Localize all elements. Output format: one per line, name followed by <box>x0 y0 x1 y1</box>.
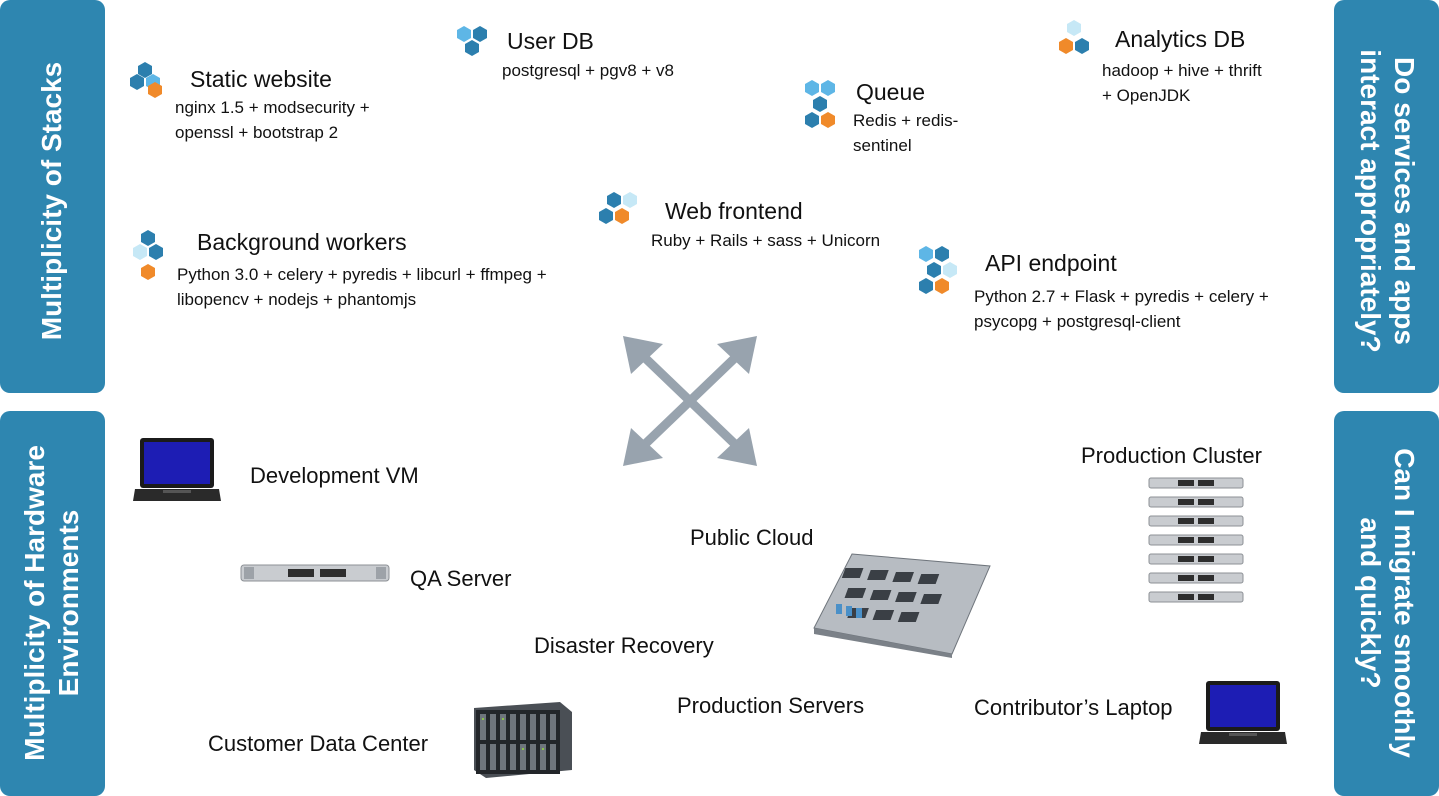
cross-arrows-icon <box>623 336 757 466</box>
qa-server-rack-server-icon <box>240 564 390 582</box>
customer-data-center-blade-chassis-icon <box>474 702 572 778</box>
production-servers-label: Production Servers <box>677 693 865 718</box>
user-db-hexagon-cluster-icon <box>457 26 487 56</box>
migrate-panel: Can I migrate smoothly and quickly? <box>1334 411 1439 796</box>
customer-data-center-label: Customer Data Center <box>208 731 429 756</box>
static-website-title: Static website <box>190 66 332 92</box>
disaster-recovery-label: Disaster Recovery <box>534 633 714 658</box>
api-endpoint-desc: Python 2.7 + Flask + pyredis + celery + … <box>974 287 1269 331</box>
user-db-title: User DB <box>507 28 594 54</box>
api-endpoint-hexagon-cluster-icon <box>919 246 957 294</box>
background-workers-title: Background workers <box>197 229 407 255</box>
production-cluster-label: Production Cluster <box>1081 443 1262 468</box>
web-frontend-desc: Ruby + Rails + sass + Unicorn <box>651 231 881 250</box>
analytics-db-hexagon-cluster-icon <box>1059 20 1089 54</box>
user-db-desc: postgresql + pgv8 + v8 <box>502 61 675 80</box>
queue-title: Queue <box>856 79 926 105</box>
static-website-desc: nginx 1.5 + modsecurity + openssl + boot… <box>175 98 370 142</box>
services-panel: Do services and apps interact appropriat… <box>1334 0 1439 393</box>
hardware-panel-label: Multiplicity of Hardware Environments <box>19 445 84 761</box>
migrate-panel-label: Can I migrate smoothly and quickly? <box>1355 448 1420 758</box>
api-endpoint-title: API endpoint <box>985 250 1117 276</box>
background-workers-hexagon-cluster-icon <box>133 230 163 280</box>
development-vm-label: Development VM <box>250 463 419 488</box>
stacks-panel-label: Multiplicity of Stacks <box>36 61 67 341</box>
hardware-panel: Multiplicity of Hardware Environments <box>0 411 105 796</box>
web-frontend-title: Web frontend <box>665 198 803 224</box>
qa-server-label: QA Server <box>410 566 512 591</box>
development-vm-laptop-icon <box>133 438 221 501</box>
static-website-hexagon-cluster-icon <box>130 62 162 98</box>
analytics-db-title: Analytics DB <box>1115 26 1246 52</box>
contributors-laptop-label: Contributor’s Laptop <box>974 695 1173 720</box>
background-workers-desc: Python 3.0 + celery + pyredis + libcurl … <box>177 265 547 309</box>
queue-hexagon-cluster-icon <box>805 80 835 128</box>
public-cloud-label: Public Cloud <box>690 525 814 550</box>
services-panel-label: Do services and apps interact appropriat… <box>1355 49 1420 353</box>
queue-desc: Redis + redis-sentinel <box>853 111 959 155</box>
public-cloud-server-board-icon <box>813 553 991 658</box>
analytics-db-desc: hadoop + hive + thrift + OpenJDK <box>1102 61 1262 105</box>
stacks-panel: Multiplicity of Stacks <box>0 0 105 393</box>
web-frontend-hexagon-cluster-icon <box>599 192 637 224</box>
contributor-laptop-icon <box>1199 681 1287 744</box>
production-cluster-rack-server-icon <box>1148 477 1244 603</box>
